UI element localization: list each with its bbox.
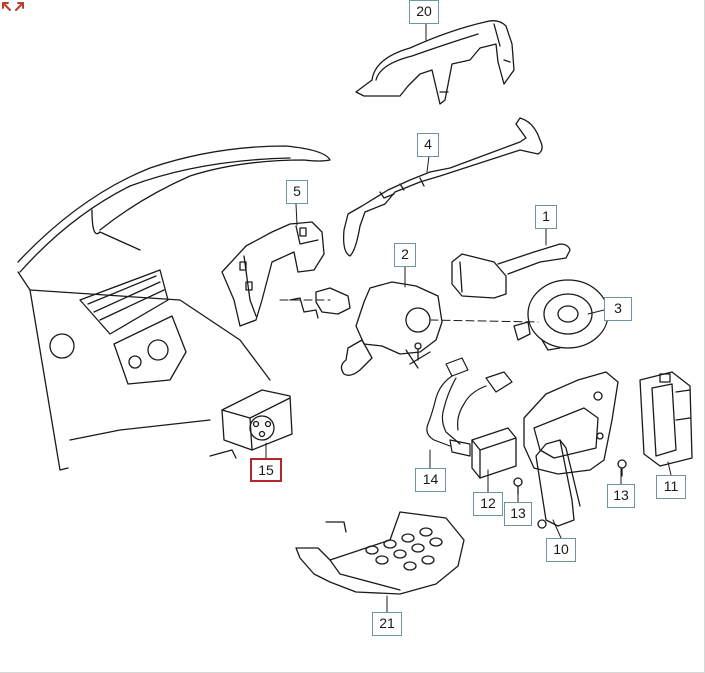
part-2-lock-housing [315,281,443,376]
expand-arrows-icon[interactable] [0,0,26,16]
part-4-wiring-bracket [342,117,543,257]
part-13-screws [414,342,627,495]
part-3-clock-spring [513,279,609,351]
part-14-harness [426,357,513,457]
callout-1[interactable]: 1 [535,205,557,229]
dashboard-outline [17,145,331,471]
part-1-stalk [451,243,571,299]
part-15-ignition-switch [209,389,293,459]
part-5-switch-housing [221,221,325,327]
part-10-bracket [523,371,619,529]
callout-13-right[interactable]: 13 [607,484,635,508]
callout-21[interactable]: 21 [372,612,402,636]
part-11-switch-module [639,371,693,467]
callout-2[interactable]: 2 [394,243,416,267]
callout-20[interactable]: 20 [409,0,439,24]
callout-13-left[interactable]: 13 [504,502,532,526]
part-20-column-cover [355,20,515,105]
callout-11[interactable]: 11 [656,475,686,499]
part-21-lower-panel [295,511,465,595]
callout-4[interactable]: 4 [417,133,439,157]
callout-3[interactable]: 3 [604,297,632,321]
callout-10[interactable]: 10 [546,538,576,562]
callout-5[interactable]: 5 [286,180,308,204]
callout-15[interactable]: 15 [250,458,282,482]
part-12-control-unit [471,427,517,479]
callout-12[interactable]: 12 [473,492,503,516]
callout-14[interactable]: 14 [415,468,446,492]
